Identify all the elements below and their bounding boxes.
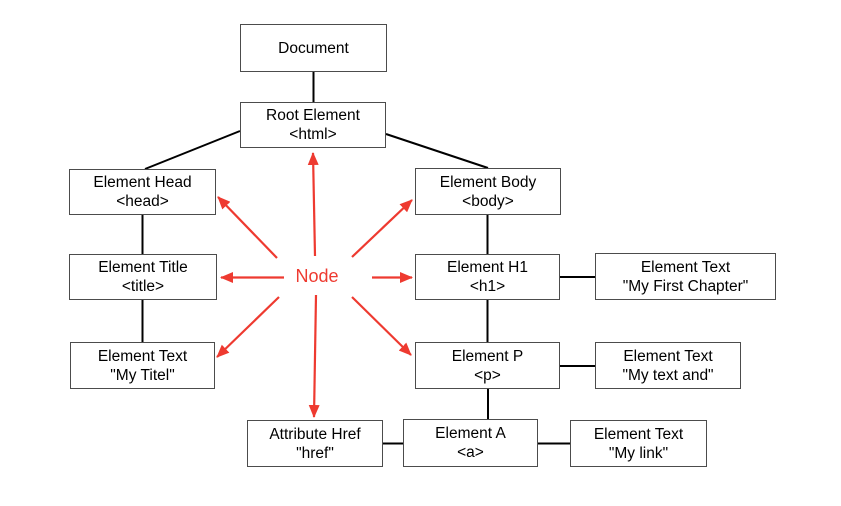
arrow-node-to-attrhref (308, 294, 320, 418)
node-title-tag: <title> (121, 278, 165, 295)
node-element-a: Element A <a> (403, 419, 538, 467)
node-element-h1: Element H1 <h1> (415, 254, 560, 300)
node-document-label: Document (278, 39, 349, 57)
arrow-node-to-body (351, 199, 413, 258)
node-element-body: Element Body <body> (415, 168, 561, 215)
node-text-my-titel: Element Text "My Titel" (70, 342, 215, 389)
node-element-title: Element Title <title> (69, 254, 217, 300)
node-root-element: Root Element <html> (240, 102, 386, 148)
node-element-p: Element P <p> (415, 342, 560, 389)
node-p-label: Element P (451, 347, 524, 365)
node-text-h1-label: Element Text (640, 258, 731, 276)
node-head-tag: <head> (116, 193, 169, 210)
node-head-label: Element Head (93, 174, 192, 191)
node-text-p-value: "My text and" (622, 366, 714, 384)
node-text-my-first-chapter: Element Text "My First Chapter" (595, 253, 776, 300)
node-text-p-label: Element Text (623, 347, 713, 365)
node-a-tag: <a> (457, 444, 484, 461)
node-h1-tag: <h1> (469, 278, 506, 295)
node-text-a-value: "My link" (608, 444, 669, 462)
arrow-node-to-root (307, 152, 319, 257)
node-text-h1-value: "My First Chapter" (622, 277, 749, 295)
arrow-node-to-texttitle (216, 296, 280, 358)
node-center-label: Node (295, 266, 339, 286)
node-document: Document (240, 24, 387, 72)
arrow-node-to-p (351, 296, 412, 356)
node-attr-href-label: Attribute Href (269, 425, 361, 443)
node-body-label: Element Body (439, 173, 537, 191)
node-text-a-label: Element Text (593, 425, 684, 443)
node-body-tag: <body> (462, 192, 514, 210)
node-h1-label: Element H1 (447, 259, 528, 276)
node-attribute-href: Attribute Href "href" (247, 420, 383, 467)
node-text-my-link: Element Text "My link" (570, 420, 707, 467)
connector-root-body (385, 133, 489, 169)
node-text-title-label: Element Text (97, 347, 188, 365)
node-attr-href-value: "href" (296, 444, 334, 462)
arrow-node-to-head (217, 196, 278, 259)
node-root-tag: <html> (289, 126, 337, 143)
node-a-label: Element A (435, 425, 506, 442)
node-root-label: Root Element (266, 107, 360, 124)
node-p-tag: <p> (474, 366, 501, 384)
node-text-my-text-and: Element Text "My text and" (595, 342, 741, 389)
node-text-title-value: "My Titel" (110, 366, 175, 384)
connector-root-head (144, 130, 241, 170)
node-title-label: Element Title (98, 259, 188, 276)
node-element-head: Element Head <head> (69, 169, 216, 215)
